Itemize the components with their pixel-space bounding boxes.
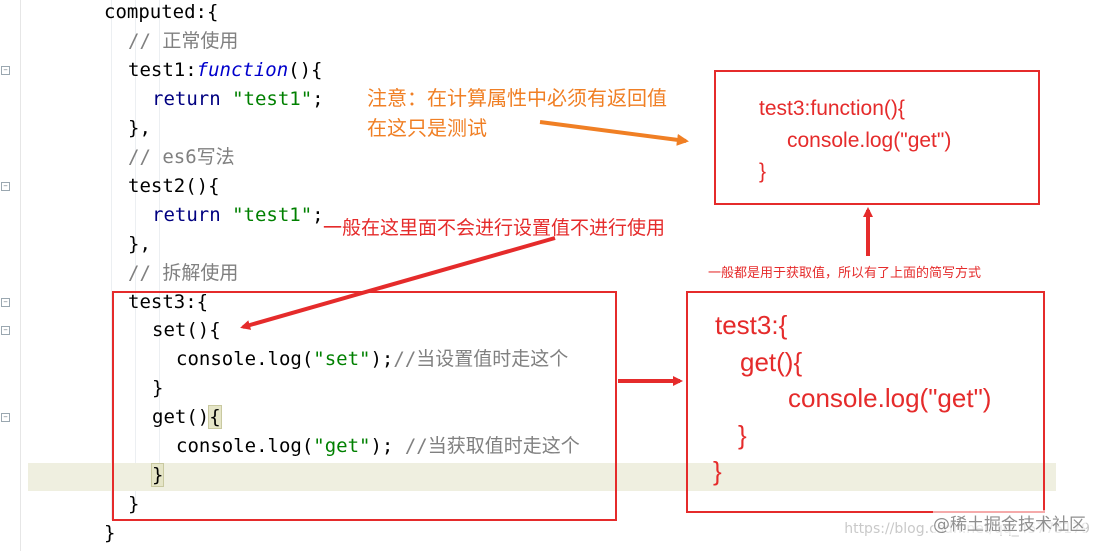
note-line: 在这只是测试: [367, 116, 487, 140]
watermark: @稀土掘金技术社区: [933, 510, 1086, 535]
box-bottom-line: test3:{: [715, 310, 788, 340]
arrow-to-function-box: [539, 120, 689, 146]
note-setter-unused: 一般在这里面不会进行设置值不进行使用: [323, 213, 666, 240]
indent-guide: [111, 0, 112, 520]
code-line: return "test1";: [152, 88, 324, 110]
box-bottom-line: console.log("get"): [788, 383, 992, 413]
note-line: 注意：在计算属性中必须有返回值: [367, 86, 667, 110]
code-line: set(){: [152, 319, 221, 341]
getter-form-box: [686, 291, 1045, 513]
code-editor[interactable]: computed:{ // 正常使用 test1:function(){ ret…: [20, 0, 1100, 551]
code-line: // 正常使用: [128, 30, 239, 52]
code-line: get(){: [152, 405, 222, 429]
box-top-line: }: [759, 160, 767, 183]
code-line: console.log("get"); //当获取值时走这个: [176, 435, 580, 457]
code-line: test3:{: [128, 291, 209, 313]
function-form-box: [714, 70, 1040, 205]
code-line: }: [128, 493, 140, 515]
code-line: },: [128, 233, 151, 255]
note-computed-return: 注意：在计算属性中必须有返回值 在这只是测试: [367, 83, 717, 143]
fold-toggle-icon[interactable]: −: [1, 182, 10, 191]
code-line: test1:function(){: [128, 59, 323, 81]
note-getter-shorthand: 一般都是用于获取值，所以有了上面的简写方式: [708, 266, 982, 281]
code-line: console.log("set");//当设置值时走这个: [176, 348, 569, 370]
arrow-to-setter: [240, 236, 556, 330]
code-line: }: [152, 377, 164, 399]
code-line: }: [150, 463, 165, 487]
box-top-line: test3:function(){: [759, 97, 905, 120]
code-line: return "test1";: [152, 204, 324, 226]
code-line: computed:{: [104, 1, 219, 23]
code-line: // 拆解使用: [128, 262, 239, 284]
editor-gutter: − − − − −: [0, 0, 21, 551]
indent-guide: [159, 0, 160, 470]
fold-toggle-icon[interactable]: −: [1, 66, 10, 75]
box-top-line: console.log("get"): [787, 129, 952, 152]
fold-toggle-icon[interactable]: −: [1, 298, 10, 307]
code-line: }: [104, 522, 116, 544]
fold-toggle-icon[interactable]: −: [1, 326, 10, 335]
current-line-highlight: [28, 463, 1056, 491]
code-line: // es6写法: [128, 146, 235, 168]
fold-toggle-icon[interactable]: −: [1, 413, 10, 422]
code-line: },: [128, 117, 151, 139]
box-bottom-line: get(){: [740, 347, 803, 377]
box-bottom-line: }: [713, 456, 722, 486]
indent-guide: [135, 0, 136, 505]
code-line: test2(){: [128, 175, 220, 197]
box-bottom-line: }: [738, 420, 747, 450]
